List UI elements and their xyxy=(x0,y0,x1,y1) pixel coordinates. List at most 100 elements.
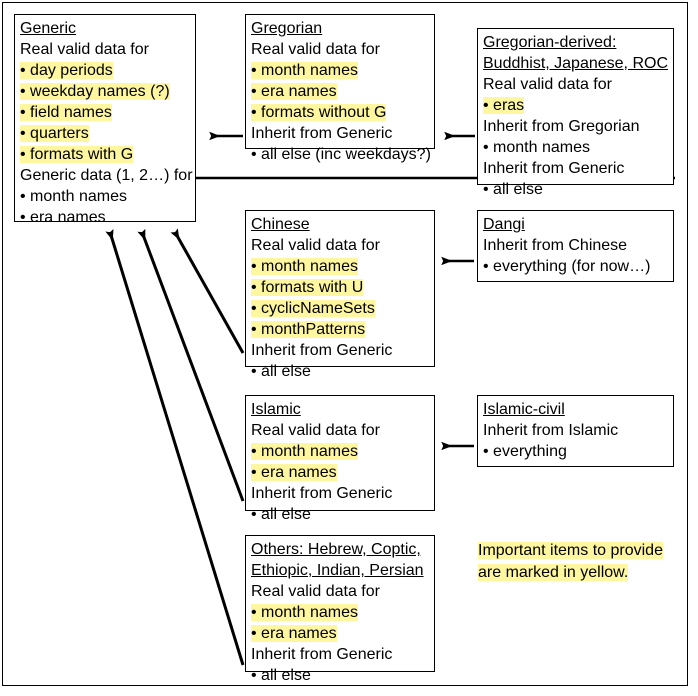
line-text: Chinese xyxy=(251,216,310,233)
bullet-item: • quarters xyxy=(20,123,191,144)
line-text: Real valid data for xyxy=(20,41,149,58)
others-box[interactable]: Others: Hebrew, Coptic, Ethiopic, Indian,… xyxy=(245,535,435,684)
line-text: Others: Hebrew, Coptic, xyxy=(251,541,421,558)
bullet-item: • month names xyxy=(483,137,669,158)
bullet-item: • month names xyxy=(20,186,191,207)
bullet-item: • month names xyxy=(251,441,430,462)
bullet-item: • cyclicNameSets xyxy=(251,298,430,319)
line-text: Generic data (1, 2…) for xyxy=(20,167,193,184)
bullet-item: • formats without G xyxy=(251,102,430,123)
legend-note: Important items to provide are marked in … xyxy=(478,540,678,590)
line-text: • all else xyxy=(251,363,311,380)
line-text: • month names xyxy=(251,604,358,621)
section-label: Inherit from Chinese xyxy=(483,235,669,256)
bullet-item: • eras xyxy=(483,95,669,116)
bullet-item: • month names xyxy=(251,60,430,81)
line-text: Real valid data for xyxy=(251,237,380,254)
line-text: Ethiopic, Indian, Persian xyxy=(251,562,424,579)
box-heading-line: Islamic-civil xyxy=(483,399,669,420)
line-text: • month names xyxy=(251,62,358,79)
box-heading-line: Gregorian-derived: xyxy=(483,32,669,53)
bullet-item: • all else xyxy=(483,179,669,200)
legend-text: are marked in yellow. xyxy=(478,564,629,581)
line-text: Inherit from Generic xyxy=(483,160,625,177)
legend-line: are marked in yellow. xyxy=(478,562,678,584)
bullet-item: • everything (for now…) xyxy=(483,256,669,277)
arrow-chinese-to-generic xyxy=(170,228,245,354)
arrow-others-to-generic xyxy=(105,229,245,666)
line-text: • all else xyxy=(251,667,311,684)
line-text: Gregorian xyxy=(251,20,323,37)
bullet-item: • all else xyxy=(251,361,430,382)
line-text: • formats with G xyxy=(20,146,134,163)
bullet-item: • era names xyxy=(251,81,430,102)
line-text: • month names xyxy=(20,188,127,205)
bullet-item: • all else xyxy=(251,665,430,686)
section-label: Real valid data for xyxy=(251,420,430,441)
section-label: Real valid data for xyxy=(251,581,430,602)
box-heading-line: Islamic xyxy=(251,399,430,420)
box-heading-line: Chinese xyxy=(251,214,430,235)
line-text: • field names xyxy=(20,104,112,121)
box-heading-line: Ethiopic, Indian, Persian xyxy=(251,560,430,581)
line-text: Islamic-civil xyxy=(483,401,565,418)
line-text: Inherit from Chinese xyxy=(483,237,628,254)
line-text: • all else xyxy=(251,506,311,523)
line-text: • month names xyxy=(251,443,358,460)
line-text: Real valid data for xyxy=(483,76,612,93)
section-label: Inherit from Gregorian xyxy=(483,116,669,137)
bullet-item: • weekday names (?) xyxy=(20,81,191,102)
section-label: Real valid data for xyxy=(251,39,430,60)
line-text: • day periods xyxy=(20,62,113,79)
line-text: Gregorian-derived: xyxy=(483,34,617,51)
line-text: Inherit from Generic xyxy=(251,125,393,142)
line-text: Real valid data for xyxy=(251,41,380,58)
section-label: Inherit from Generic xyxy=(251,123,430,144)
bullet-item: • formats with G xyxy=(20,144,191,165)
bullet-item: • month names xyxy=(251,602,430,623)
line-text: • month names xyxy=(483,139,590,156)
box-heading-line: Buddhist, Japanese, ROC xyxy=(483,53,669,74)
line-text: Real valid data for xyxy=(251,583,380,600)
box-heading-line: Others: Hebrew, Coptic, xyxy=(251,539,430,560)
gregorian-derived-box[interactable]: Gregorian-derived: Buddhist, Japanese, RO… xyxy=(477,28,674,198)
section-label: Inherit from Generic xyxy=(251,340,430,361)
line-text: • era names xyxy=(20,209,106,226)
legend-line: Important items to provide xyxy=(478,540,678,562)
bullet-item: • everything xyxy=(483,441,669,462)
bullet-item: • monthPatterns xyxy=(251,319,430,340)
section-label: Real valid data for xyxy=(20,39,191,60)
legend-text: Important items to provide xyxy=(478,542,663,559)
section-label: Inherit from Islamic xyxy=(483,420,669,441)
line-text: • weekday names (?) xyxy=(20,83,170,100)
line-text: • month names xyxy=(251,258,358,275)
line-text: Real valid data for xyxy=(251,422,380,439)
line-text: • all else (inc weekdays?) xyxy=(251,146,431,163)
line-text: • all else xyxy=(483,181,543,198)
line-text: Inherit from Gregorian xyxy=(483,118,640,135)
box-heading-line: Dangi xyxy=(483,214,669,235)
box-heading-line: Gregorian xyxy=(251,18,430,39)
line-text: Inherit from Generic xyxy=(251,485,393,502)
line-text: Islamic xyxy=(251,401,301,418)
line-text: Inherit from Generic xyxy=(251,646,393,663)
line-text: • era names xyxy=(251,464,337,481)
line-text: • monthPatterns xyxy=(251,321,366,338)
bullet-item: • era names xyxy=(251,462,430,483)
line-text: • everything (for now…) xyxy=(483,258,651,275)
line-text: • quarters xyxy=(20,125,89,142)
section-label: Real valid data for xyxy=(483,74,669,95)
bullet-item: • era names xyxy=(20,207,191,228)
line-text: • formats without G xyxy=(251,104,387,121)
bullet-item: • all else xyxy=(251,504,430,525)
line-text: • eras xyxy=(483,97,525,114)
section-label: Inherit from Generic xyxy=(251,644,430,665)
line-text: • era names xyxy=(251,83,337,100)
